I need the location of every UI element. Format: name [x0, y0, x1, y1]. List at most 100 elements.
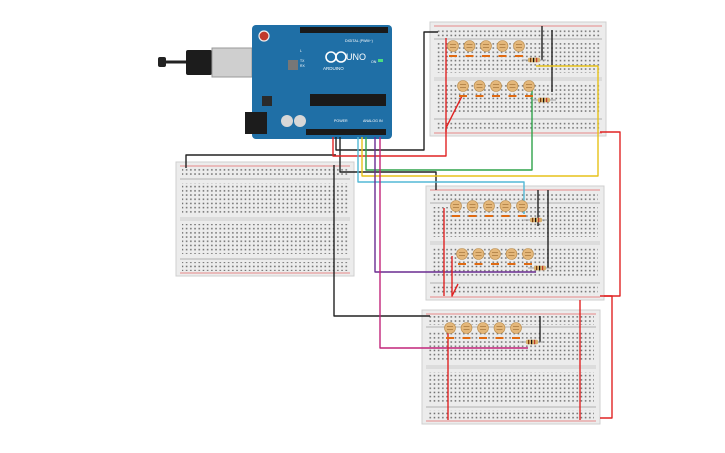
photoresistor[interactable]	[444, 322, 456, 334]
photoresistor[interactable]	[506, 80, 519, 92]
digital-header-label: DIGITAL (PWM~)	[345, 39, 373, 43]
power-rail-holes[interactable]	[428, 410, 594, 419]
photoresistor[interactable]	[510, 322, 522, 334]
resistor-band	[538, 217, 540, 223]
wire-gnd-to-bb3[interactable]	[339, 137, 437, 190]
photoresistor-body	[460, 322, 473, 334]
photoresistor-body	[506, 80, 519, 92]
wire-gnd-to-bb4[interactable]	[333, 165, 430, 317]
power-rail-holes[interactable]	[436, 122, 600, 131]
center-channel	[430, 241, 600, 245]
usb-cable[interactable]	[158, 47, 253, 78]
terminal-strip-top[interactable]	[432, 207, 598, 237]
board-model: UNO	[346, 52, 366, 62]
wire-a4-signal[interactable]	[379, 137, 528, 349]
power-jack	[245, 112, 267, 134]
photoresistor-trace	[519, 204, 525, 208]
photoresistor[interactable]	[499, 200, 512, 212]
resistor-bb1-top[interactable]	[522, 57, 546, 63]
power-rail-holes[interactable]	[428, 316, 594, 325]
photoresistor-trace	[513, 326, 519, 330]
photoresistor-trace	[480, 326, 486, 330]
resistor-band	[536, 265, 538, 271]
photoresistor[interactable]	[457, 80, 469, 92]
photoresistor[interactable]	[489, 248, 501, 260]
power-analog-header[interactable]	[306, 129, 386, 135]
photoresistor[interactable]	[477, 322, 489, 334]
board-brand: ARDUINO	[323, 66, 344, 71]
center-channel	[426, 365, 596, 369]
photoresistor[interactable]	[496, 40, 509, 52]
photoresistor-body	[447, 40, 459, 52]
arduino-logo-icon	[325, 51, 347, 63]
photoresistor[interactable]	[516, 200, 528, 212]
photoresistor[interactable]	[480, 40, 492, 52]
photoresistor[interactable]	[463, 40, 476, 52]
power-rail-holes[interactable]	[182, 168, 348, 177]
digital-header[interactable]	[300, 27, 388, 33]
photoresistor-body	[523, 80, 535, 92]
resistor-band	[546, 97, 548, 103]
resistor-band	[534, 339, 536, 345]
photoresistor-body	[483, 200, 495, 212]
terminal-strip-bottom[interactable]	[182, 224, 348, 254]
center-channel	[434, 77, 602, 81]
photoresistor-trace	[496, 326, 503, 330]
photoresistor-trace	[486, 204, 492, 208]
wire-a3-signal[interactable]	[374, 137, 536, 273]
wire-5v-bb4[interactable]	[600, 295, 613, 419]
photoresistor[interactable]	[472, 248, 485, 260]
breadboard-1[interactable]	[429, 21, 607, 137]
arduino-board[interactable]: UNO ARDUINO DIGITAL (PWM~) POWER ANALOG …	[245, 25, 392, 139]
photoresistor[interactable]	[466, 200, 479, 212]
wire-5v-to-bb1[interactable]	[332, 95, 463, 157]
photoresistor-body	[516, 200, 528, 212]
resistor-bb4[interactable]	[520, 339, 544, 345]
photoresistor-body	[513, 40, 525, 52]
photoresistor-trace	[469, 204, 476, 208]
analog-header-label: ANALOG IN	[363, 119, 383, 123]
resistor-band	[543, 97, 545, 103]
photoresistor-trace	[526, 84, 532, 88]
wire-bb3-vcc-2[interactable]	[451, 256, 459, 297]
resistor-bb3-top[interactable]	[524, 217, 548, 223]
power-rail-holes[interactable]	[432, 286, 598, 295]
photoresistor[interactable]	[493, 322, 506, 334]
capacitor-2	[294, 115, 306, 127]
photoresistor[interactable]	[490, 80, 502, 92]
resistor-bb3-bottom[interactable]	[528, 265, 552, 271]
photoresistor[interactable]	[483, 200, 495, 212]
reset-button[interactable]	[258, 30, 270, 42]
photoresistor-trace	[453, 204, 459, 208]
terminal-strip-bottom[interactable]	[428, 372, 594, 402]
photoresistor-trace	[447, 326, 453, 330]
resistor-bb1-bottom[interactable]	[532, 97, 556, 103]
power-rail-holes[interactable]	[432, 192, 598, 201]
photoresistor[interactable]	[447, 40, 459, 52]
photoresistor[interactable]	[473, 80, 486, 92]
wire-a2-signal[interactable]	[357, 137, 525, 214]
photoresistor-trace	[476, 84, 483, 88]
photoresistor[interactable]	[456, 248, 468, 260]
photoresistor-trace	[483, 44, 489, 48]
photoresistor[interactable]	[522, 248, 534, 260]
breadboard-2[interactable]	[175, 161, 355, 277]
wire-a0-signal[interactable]	[365, 104, 533, 171]
power-rail-holes[interactable]	[436, 28, 600, 37]
photoresistor[interactable]	[460, 322, 473, 334]
terminal-strip-top[interactable]	[182, 183, 348, 213]
wire-gnd-to-bb1[interactable]	[335, 31, 438, 151]
photoresistor[interactable]	[513, 40, 525, 52]
power-rail-holes[interactable]	[182, 262, 348, 271]
wire-a1-signal[interactable]	[361, 66, 599, 177]
photoresistor[interactable]	[450, 200, 462, 212]
photoresistor[interactable]	[523, 80, 535, 92]
photoresistor[interactable]	[505, 248, 518, 260]
photoresistor-trace	[460, 84, 466, 88]
wire-gnd-to-bb2[interactable]	[185, 154, 336, 168]
photoresistor-body	[477, 322, 489, 334]
regulator	[262, 96, 272, 106]
terminal-strip-top[interactable]	[428, 331, 594, 361]
photoresistor-body	[450, 200, 462, 212]
photoresistor-body	[457, 80, 469, 92]
